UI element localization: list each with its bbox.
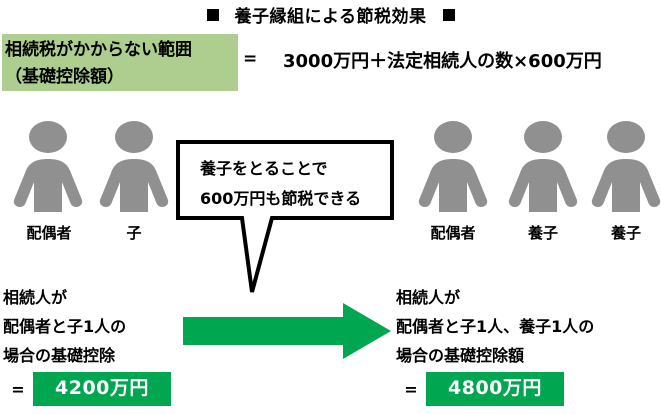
right-case-block: 相続人が 配偶者と子1人、養子1人の 場合の基礎控除額 = 4800万円 [396, 283, 594, 406]
left-case-line-3: 場合の基礎控除 [3, 346, 116, 365]
left-case-result: = 4200万円 [3, 372, 171, 406]
bubble-line-2: 600万円も節税できる [200, 189, 362, 208]
right-case-result: = 4800万円 [396, 372, 594, 406]
person-icon [590, 120, 661, 212]
person-icon [417, 120, 489, 212]
page-title: 養子縁組による節税効果 [0, 2, 661, 27]
basic-deduction-highlight-box: 相続税がかからない範囲 （基礎控除額） [2, 34, 238, 91]
person-label-left-0: 配偶者 [26, 224, 72, 242]
bubble-line-1: 養子をとることで [200, 159, 328, 178]
right-case-line-2: 配偶者と子1人、養子1人の [396, 317, 595, 336]
left-case-line-2: 配偶者と子1人の [3, 317, 127, 336]
speech-bubble-text: 養子をとることで 600万円も節税できる [200, 154, 380, 214]
left-case-block: 相続人が 配偶者と子1人の 場合の基礎控除 = 4200万円 [3, 283, 171, 406]
person-label-right-2: 養子 [610, 224, 641, 242]
person-icon [12, 120, 84, 212]
left-case-equals: = [11, 379, 25, 399]
right-case-line-3: 場合の基礎控除額 [396, 346, 525, 365]
right-arrow-icon [183, 303, 391, 359]
formula-expression: 3000万円＋法定相続人の数×600万円 [283, 51, 602, 72]
person-label-left-1: 子 [126, 224, 142, 242]
title-square-left-icon [206, 9, 219, 21]
right-case-equals: = [404, 379, 418, 399]
title-square-right-icon [442, 9, 455, 21]
right-case-line-1: 相続人が [396, 288, 461, 307]
right-case-amount: 4800万円 [426, 372, 564, 406]
highlight-line-2: （基礎控除額） [5, 67, 124, 87]
person-icon [507, 120, 579, 212]
person-label-right-0: 配偶者 [430, 224, 476, 242]
left-case-line-1: 相続人が [3, 288, 68, 307]
highlight-line-1: 相続税がかからない範囲 [5, 40, 192, 60]
formula-equals-sign: = [243, 49, 258, 69]
person-icon [98, 120, 170, 212]
person-label-right-1: 養子 [527, 224, 558, 242]
title-text: 養子縁組による節税効果 [234, 7, 427, 27]
left-case-amount: 4200万円 [33, 372, 171, 406]
speech-bubble: 養子をとることで 600万円も節税できる [176, 140, 400, 300]
